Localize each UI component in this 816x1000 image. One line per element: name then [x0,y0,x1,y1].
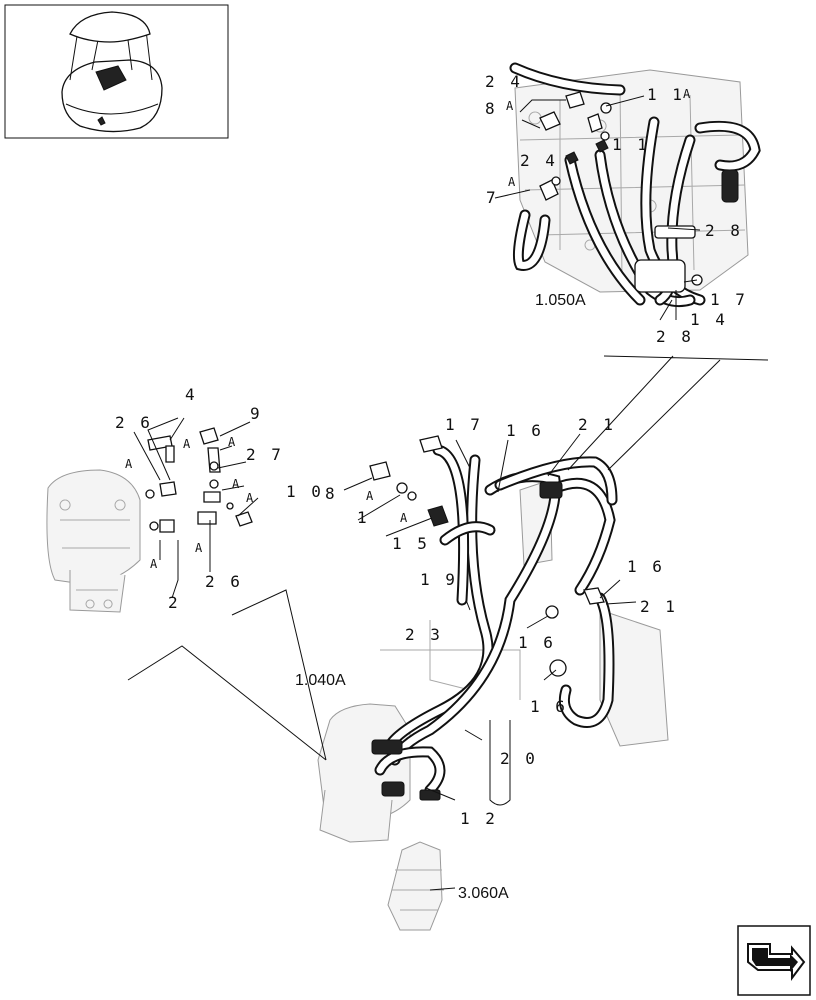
callout-26-a: 2 6 [115,413,153,432]
callout-17-top: 1 7 [710,290,748,309]
ref-1-040A: 1.040A [295,672,346,689]
leader-lines [127,95,769,891]
callout-27: 2 7 [246,445,284,464]
callout-A-4: A [183,437,191,451]
callout-21-a: 2 1 [578,415,616,434]
callout-16-b: 1 6 [627,557,665,576]
callout-7: 7 [486,188,499,207]
callout-23: 2 3 [405,625,443,644]
callout-A-8-mid: A [366,489,374,503]
callout-21-b: 2 1 [640,597,678,616]
callout-9: 9 [250,404,263,423]
callout-16-c: 1 6 [518,633,556,652]
machine-overview-thumbnail [4,4,229,139]
callout-12: 1 2 [460,809,498,828]
callout-A-26a: A [125,457,133,471]
callout-17-mid: 1 7 [445,415,483,434]
callout-20: 2 0 [500,749,538,768]
callout-A-11: A [683,87,691,101]
ref-1-050A: 1.050A [535,292,586,309]
callout-15: 1 5 [392,534,430,553]
callout-26-b: 2 6 [205,572,243,591]
callout-11-b: 1 1 [612,135,650,154]
callout-11-a: 1 1 [647,85,685,104]
callout-8-top: 8 [485,99,498,118]
callout-19: 1 9 [420,570,458,589]
ref-3-060A: 3.060A [458,885,509,902]
callout-A-1: A [400,511,408,525]
callout-A-vert2: A [150,557,158,571]
rotary-valve-assembly-left [46,469,141,613]
callout-A-10: A [246,491,254,505]
callout-A-27: A [232,477,240,491]
callout-28-b: 2 8 [656,327,694,346]
callout-1: 1 [357,508,370,527]
valve-and-motor-assembly-middle [317,479,669,931]
callout-labels: 2 4 8 A 1 1 A 1 1 2 4 A 7 2 8 1 7 1 4 2 … [115,72,748,902]
callout-24-mid: 2 4 [520,151,558,170]
callout-16-a: 1 6 [506,421,544,440]
callout-A-8-top: A [506,99,514,113]
callout-24-top: 2 4 [485,72,523,91]
callout-A-9: A [228,435,236,449]
callout-A-7: A [508,175,516,189]
callout-10: 1 0 [286,482,324,501]
callout-2: 2 [168,593,181,612]
callout-16-d: 1 6 [530,697,568,716]
callout-14: 1 4 [690,310,728,329]
callout-4: 4 [185,385,198,404]
callout-8-mid: 8 [325,484,338,503]
next-page-arrow-icon[interactable] [737,925,811,996]
callout-28-a: 2 8 [705,221,743,240]
callout-A-vert1: A [195,541,203,555]
